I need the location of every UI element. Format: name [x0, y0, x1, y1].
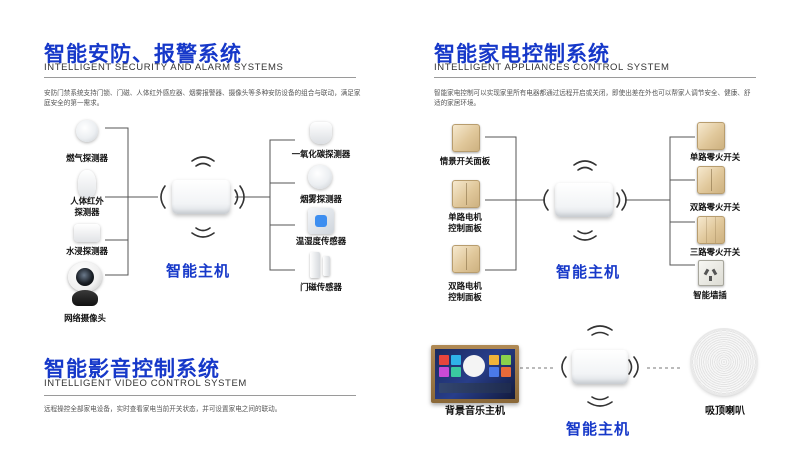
security-right-device-label: 温湿度传感器: [295, 236, 347, 246]
audio-video-description: 远程操控全部家电设备，实时查看家电当前开关状态，并可设置家电之间的联动。: [44, 405, 282, 413]
background-music-host-icon: [431, 345, 519, 403]
appliances-rule: [434, 77, 756, 78]
audio-video-smart-hub-icon: [572, 350, 628, 384]
security-left-device-label: 人体红外 探测器: [70, 196, 104, 217]
co-detector-icon: [310, 122, 332, 144]
security-right-device-label: 门磁传感器: [300, 282, 342, 292]
temp-humidity-sensor-icon: [308, 208, 334, 234]
triple-live-neutral-switch-icon: [697, 216, 725, 244]
pir-sensor-icon: [78, 170, 96, 198]
security-left-device-label: 燃气探测器: [66, 153, 108, 163]
ceiling-speaker-icon: [692, 330, 756, 394]
audio-video-rule: [44, 395, 356, 396]
dual-live-neutral-switch-icon: [697, 166, 725, 194]
appliances-right-device-label: 智能墙插: [693, 290, 727, 300]
dual-motor-panel-icon: [452, 245, 480, 273]
door-magnet-icon: [323, 256, 330, 276]
smoke-detector-icon: [308, 165, 332, 189]
appliances-description: 智能家电控制可以实现家里所有电器都通过远程开启或关闭，即使出差在外也可以帮家人调…: [434, 89, 751, 107]
security-left-device-label: 水浸探测器: [66, 246, 108, 256]
appliances-left-device-label: 单路电机 控制面板: [448, 212, 482, 233]
smart-wall-socket-icon: [698, 260, 724, 286]
appliances-subtitle: INTELLIGENT APPLIANCES CONTROL SYSTEM: [434, 62, 670, 73]
appliances-right-device-label: 单路零火开关: [689, 152, 741, 162]
door-sensor-icon: [310, 252, 320, 278]
appliances-left-device-label: 双路电机 控制面板: [448, 281, 482, 302]
audio-video-right-device-label: 吸顶喇叭: [705, 406, 745, 417]
appliances-hub-label: 智能主机: [556, 263, 621, 281]
security-description: 安防门禁系统支持门锁、门磁、人体红外感应器、烟雾报警器、摄像头等多种安防设备的组…: [44, 89, 361, 107]
security-smart-hub-icon: [172, 180, 230, 214]
audio-video-title: 智能影音控制系统: [44, 357, 220, 381]
security-subtitle: INTELLIGENT SECURITY AND ALARM SYSTEMS: [44, 62, 284, 73]
security-hub-label: 智能主机: [166, 262, 231, 280]
security-right-device-label: 烟雾探测器: [300, 194, 342, 204]
appliances-left-device-label: 情景开关面板: [439, 156, 491, 166]
appliances-right-device-label: 三路零火开关: [689, 247, 741, 257]
gas-detector-icon: [76, 120, 98, 142]
security-right-device-label: 一氧化碳探测器: [291, 149, 351, 159]
ip-camera-icon: [62, 262, 110, 310]
audio-video-hub-label: 智能主机: [566, 420, 631, 438]
appliances-title: 智能家电控制系统: [434, 42, 610, 66]
audio-video-subtitle: INTELLIGENT VIDEO CONTROL SYSTEM: [44, 378, 247, 389]
security-rule: [44, 77, 356, 78]
appliances-right-device-label: 双路零火开关: [689, 202, 741, 212]
security-left-device-label: 网络摄像头: [64, 313, 106, 323]
audio-video-left-device-label: 背景音乐主机: [445, 406, 505, 417]
single-live-neutral-switch-icon: [697, 122, 725, 150]
scene-switch-panel-icon: [452, 124, 480, 152]
water-leak-detector-icon: [74, 224, 100, 242]
security-title: 智能安防、报警系统: [44, 42, 242, 66]
single-motor-panel-icon: [452, 180, 480, 208]
appliances-smart-hub-icon: [555, 183, 613, 217]
